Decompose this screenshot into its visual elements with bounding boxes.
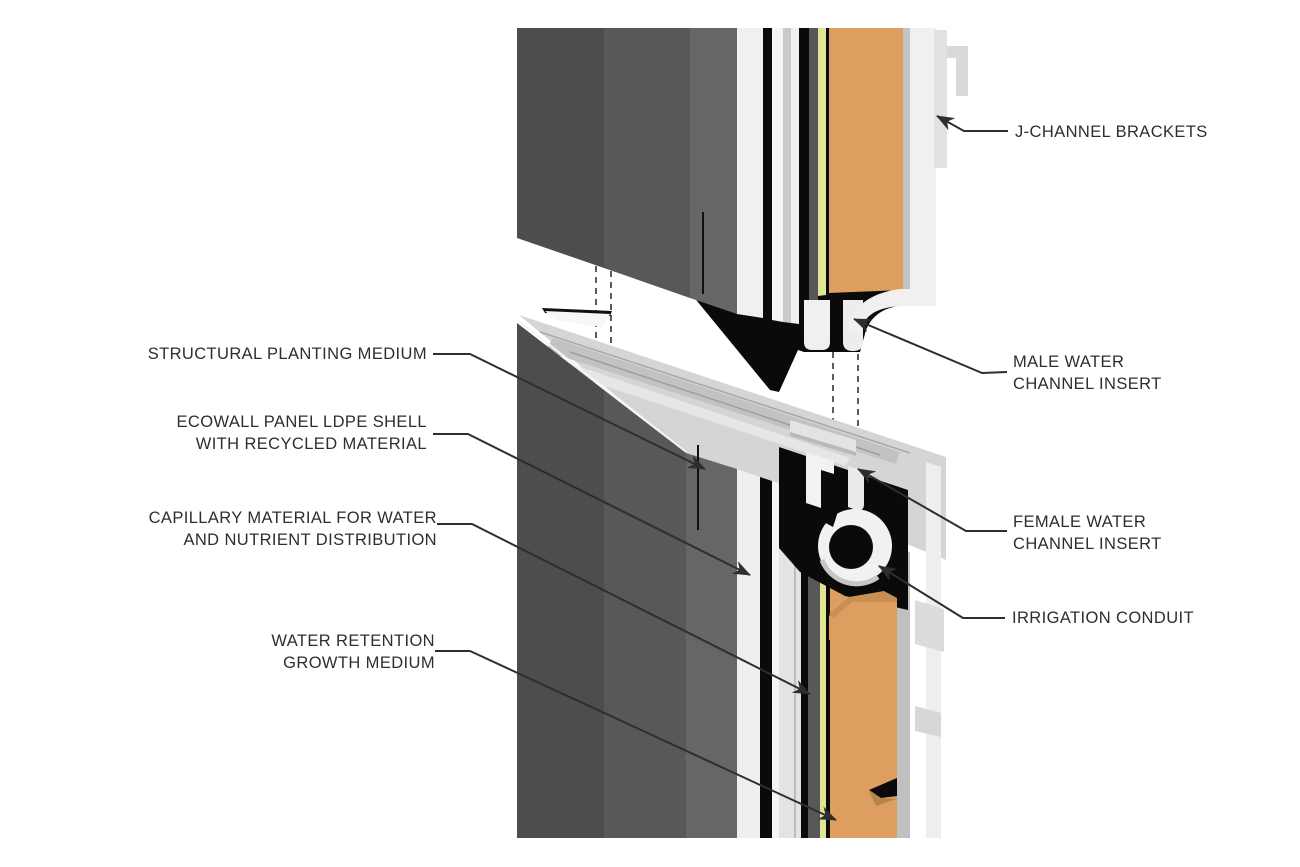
label-text: ECOWALL PANEL LDPE SHELL	[176, 413, 427, 431]
female-channel-left	[806, 452, 834, 508]
bottom-outer-shell	[926, 462, 941, 838]
growth-medium-bevel-edge	[829, 591, 897, 618]
label-text: CAPILLARY MATERIAL FOR WATER	[148, 509, 437, 527]
top-planting-medium-face-2	[604, 28, 690, 298]
male-channel-prong-left	[804, 300, 830, 350]
top-panel-side-face	[690, 28, 737, 314]
label-text: CHANNEL INSERT	[1013, 535, 1162, 553]
top-growth-medium-layer	[829, 28, 903, 293]
label-text: WATER RETENTION	[271, 632, 435, 650]
label-text: MALE WATER	[1013, 353, 1125, 371]
j-channel-bracket-top	[934, 30, 968, 168]
leader-water-retention	[435, 650, 837, 821]
bottom-layer-black-1	[760, 477, 772, 838]
label-capillary-material: CAPILLARY MATERIAL FOR WATER AND NUTRIEN…	[149, 507, 437, 551]
label-text: CHANNEL INSERT	[1013, 375, 1162, 393]
top-planting-medium-face	[517, 28, 604, 268]
label-text: AND NUTRIENT DISTRIBUTION	[183, 531, 437, 549]
label-j-channel-brackets: J-CHANNEL BRACKETS	[1015, 121, 1208, 143]
top-shell-layer	[737, 28, 763, 318]
bottom-planting-medium-face-2	[604, 390, 686, 838]
top-face-line-1	[539, 331, 911, 454]
top-capillary-layer	[818, 28, 826, 296]
shell-bottom-wrap	[846, 289, 936, 334]
top-outer-shell	[910, 28, 936, 302]
label-female-water-channel: FEMALE WATER CHANNEL INSERT	[1013, 511, 1162, 555]
female-channel-right	[848, 466, 864, 511]
label-text: IRRIGATION CONDUIT	[1012, 609, 1194, 627]
bottom-panel	[517, 308, 946, 838]
bottom-layer-black-2	[801, 490, 808, 838]
label-text: GROWTH MEDIUM	[283, 654, 435, 672]
top-layer-white-3	[791, 28, 799, 324]
top-layer-darkgray	[809, 28, 818, 328]
top-face-ridge-shadow	[790, 432, 856, 456]
top-face-ridge	[790, 420, 856, 452]
top-layer-gray	[783, 28, 791, 323]
leader-irrigation	[878, 565, 1005, 619]
trough-pocket	[545, 311, 610, 327]
bottom-layer-white-2	[772, 481, 779, 838]
j-channel-bracket-bottom	[915, 600, 944, 737]
label-text: WITH RECYCLED MATERIAL	[195, 435, 427, 453]
label-male-water-channel: MALE WATER CHANNEL INSERT	[1013, 351, 1162, 395]
bottom-planting-medium-face	[517, 323, 604, 838]
top-layer-white-2	[772, 28, 783, 322]
top-layer-gray-2	[903, 28, 910, 292]
bottom-layer-gray-2	[897, 548, 910, 838]
label-structural-planting-medium: STRUCTURAL PLANTING MEDIUM	[148, 343, 427, 365]
leader-male	[853, 318, 1008, 374]
growth-medium-notch	[869, 778, 897, 798]
top-layer-black-2	[799, 28, 809, 326]
label-ecowall-shell: ECOWALL PANEL LDPE SHELL WITH RECYCLED M…	[177, 411, 427, 455]
growth-medium-notch-shadow	[869, 791, 896, 806]
leader-structural	[433, 353, 706, 470]
top-panel	[517, 28, 968, 392]
label-irrigation-conduit: IRRIGATION CONDUIT	[1012, 607, 1194, 629]
label-water-retention: WATER RETENTION GROWTH MEDIUM	[271, 630, 435, 674]
label-text: FEMALE WATER	[1013, 513, 1147, 531]
irrigation-conduit	[813, 505, 892, 587]
leader-female	[857, 468, 1007, 532]
top-layer-black-1	[763, 28, 772, 320]
leader-capillary	[437, 523, 811, 695]
leader-lines	[433, 115, 1008, 821]
leader-ecowall	[433, 433, 751, 576]
label-text: J-CHANNEL BRACKETS	[1015, 123, 1208, 141]
top-layer-black-3	[826, 28, 829, 295]
leader-j-channel	[936, 115, 1008, 132]
front-lip-highlight	[518, 320, 687, 453]
label-text: STRUCTURAL PLANTING MEDIUM	[147, 345, 427, 363]
top-face-highlight	[554, 360, 850, 466]
